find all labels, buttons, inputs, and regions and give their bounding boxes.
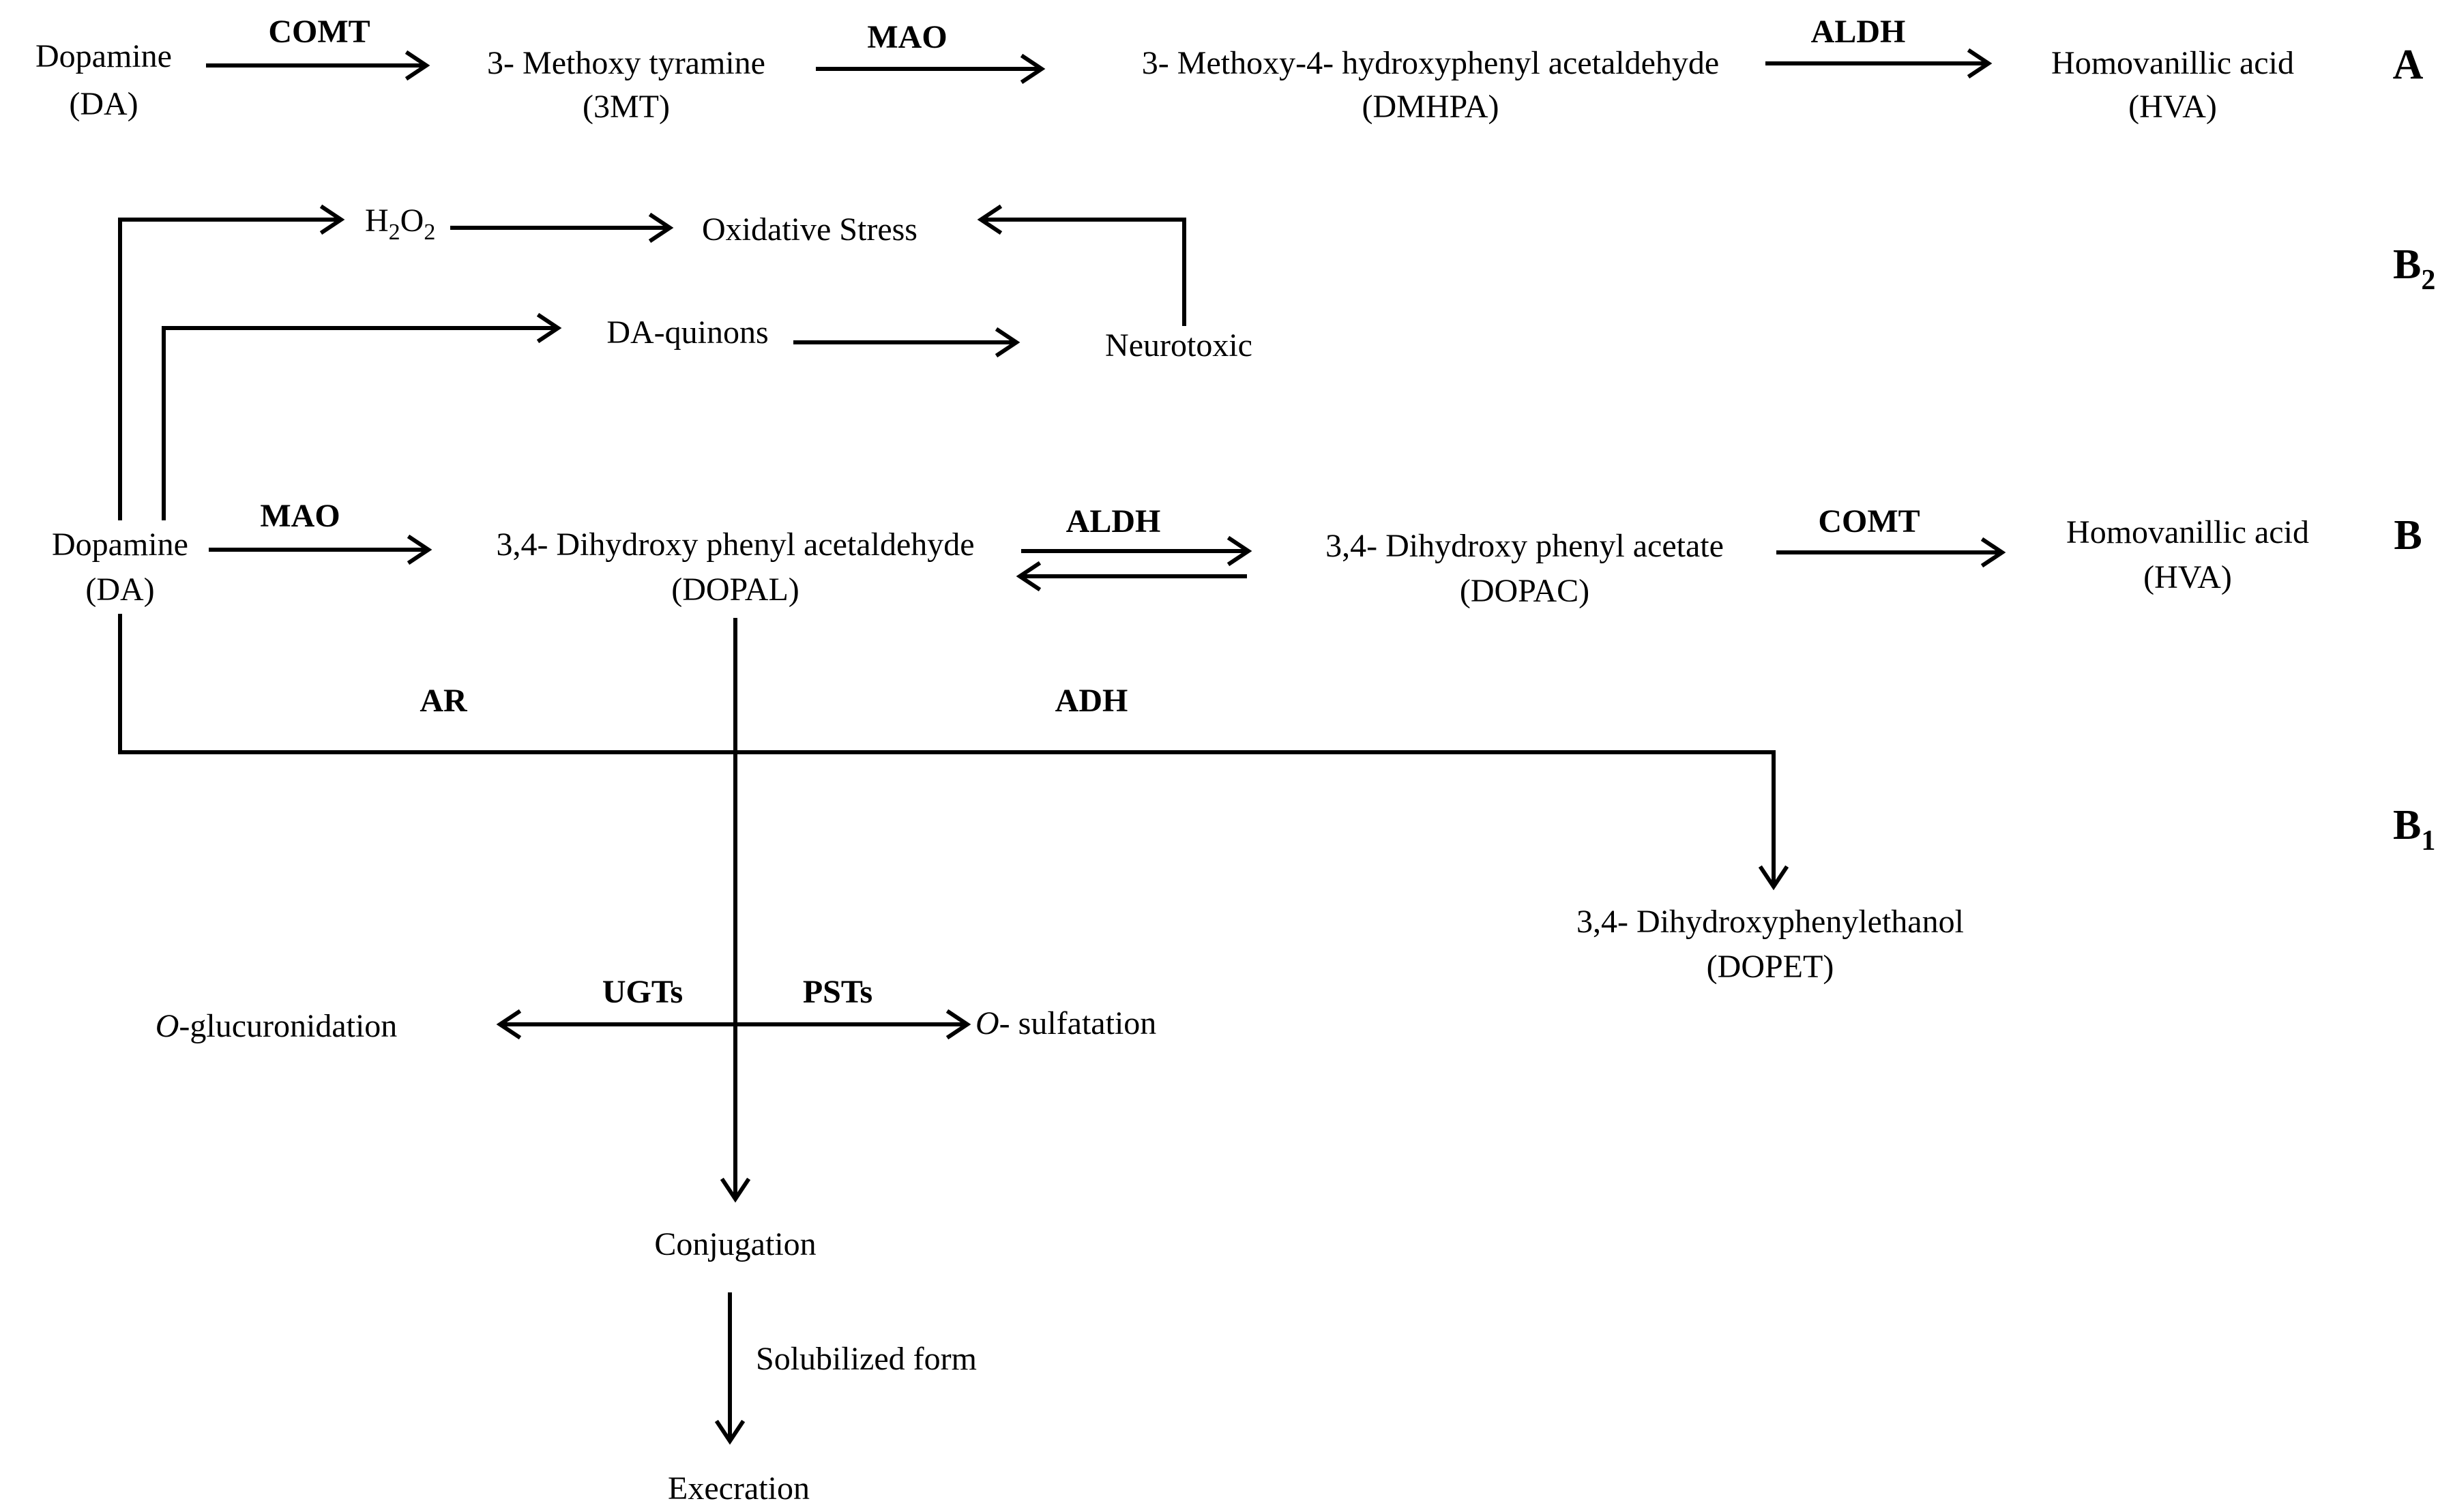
b-arrow-da-to-dopal bbox=[209, 534, 432, 565]
a-3mt-abbr: (3MT) bbox=[583, 89, 670, 125]
b-hva-abbr: (HVA) bbox=[2143, 559, 2232, 595]
b-dopamine-label: Dopamine bbox=[52, 527, 188, 563]
pathway-a: Dopamine (DA) COMT 3- Methoxy tyramine (… bbox=[35, 14, 2424, 125]
o-glucuronidation-label: O-glucuronidation bbox=[156, 1008, 398, 1044]
b1-adh-enzyme-label: ADH bbox=[1055, 683, 1128, 719]
b1-dopet-label: 3,4- Dihydroxyphenylethanol bbox=[1576, 904, 1964, 940]
panel-label-b: B bbox=[2394, 512, 2422, 559]
a-hva-label: Homovanillic acid bbox=[2051, 45, 2294, 81]
panel-label-b1: B1 bbox=[2393, 802, 2435, 857]
b-aldh-enzyme-label: ALDH bbox=[1066, 503, 1161, 539]
psts-enzyme-label: PSTs bbox=[803, 974, 872, 1010]
b1-arrow-da-to-dopet bbox=[118, 614, 1789, 891]
pathway-b1: AR ADH 3,4- Dihydroxyphenylethanol (DOPE… bbox=[118, 614, 2435, 985]
b2-oxidative-stress-label: Oxidative Stress bbox=[702, 211, 917, 248]
b-mao-enzyme-label: MAO bbox=[260, 498, 340, 534]
b-hva-label: Homovanillic acid bbox=[2066, 514, 2309, 550]
arrow-to-o-sulfatation bbox=[735, 1009, 971, 1040]
a-mao-enzyme-label: MAO bbox=[867, 19, 947, 55]
b2-da-quinons-label: DA-quinons bbox=[606, 314, 768, 351]
b2-arrow-da-to-h2o2 bbox=[118, 204, 345, 520]
b2-arrow-da-to-da-quinons bbox=[162, 312, 562, 520]
a-3mt-label: 3- Methoxy tyramine bbox=[487, 45, 765, 81]
b2-h2o2-label: H2O2 bbox=[365, 203, 435, 245]
ugts-enzyme-label: UGTs bbox=[602, 974, 683, 1010]
b-arrow-dopac-to-dopal bbox=[1016, 561, 1247, 592]
pathway-b2: H2O2 Oxidative Stress DA-quinons Neuroto… bbox=[118, 203, 2435, 520]
b-arrow-dopac-to-hva bbox=[1776, 537, 2006, 568]
pathway-b: Dopamine (DA) MAO 3,4- Dihydroxy phenyl … bbox=[52, 498, 2422, 609]
b-dopac-abbr: (DOPAC) bbox=[1460, 573, 1589, 609]
a-aldh-enzyme-label: ALDH bbox=[1811, 14, 1906, 50]
a-hva-abbr: (HVA) bbox=[2128, 89, 2217, 125]
a-dopamine-abbr: (DA) bbox=[69, 86, 138, 122]
conjugation-label: Conjugation bbox=[654, 1226, 816, 1262]
b-dopal-abbr: (DOPAL) bbox=[671, 572, 799, 608]
arrow-dopal-to-conjugation bbox=[720, 618, 751, 1203]
b-dopal-label: 3,4- Dihydroxy phenyl acetaldehyde bbox=[496, 527, 974, 563]
conjugation-branch: UGTs PSTs O-glucuronidation O- sulfatati… bbox=[156, 618, 1156, 1507]
b2-arrow-neurotoxic-to-oxidative-stress bbox=[977, 204, 1186, 326]
arrow-to-o-glucuronidation bbox=[496, 1009, 735, 1040]
b-dopamine-abbr: (DA) bbox=[85, 572, 154, 608]
a-arrow-3mt-to-dmhpa bbox=[816, 53, 1046, 85]
b-dopac-label: 3,4- Dihydroxy phenyl acetate bbox=[1325, 528, 1724, 564]
o-sulfatation-label: O- sulfatation bbox=[975, 1005, 1156, 1041]
a-dmhpa-label: 3- Methoxy-4- hydroxyphenyl acetaldehyde bbox=[1142, 45, 1719, 81]
arrow-conjugation-to-execration bbox=[714, 1292, 746, 1445]
panel-label-a: A bbox=[2393, 42, 2424, 88]
b2-arrow-h2o2-to-oxidative-stress bbox=[450, 212, 674, 243]
a-dopamine-label: Dopamine bbox=[35, 38, 172, 74]
b1-dopet-abbr: (DOPET) bbox=[1707, 949, 1834, 985]
a-dmhpa-abbr: (DMHPA) bbox=[1362, 89, 1499, 125]
b-comt-enzyme-label: COMT bbox=[1818, 503, 1920, 539]
panel-label-b2: B2 bbox=[2393, 241, 2435, 296]
a-arrow-da-to-3mt bbox=[206, 50, 430, 81]
a-comt-enzyme-label: COMT bbox=[268, 14, 370, 50]
solubilized-form-label: Solubilized form bbox=[756, 1341, 977, 1377]
a-arrow-dmhpa-to-hva bbox=[1765, 48, 1993, 79]
b2-neurotoxic-label: Neurotoxic bbox=[1105, 327, 1252, 364]
execration-label: Execration bbox=[668, 1470, 810, 1507]
b-arrow-dopal-to-dopac bbox=[1021, 535, 1252, 567]
b1-ar-enzyme-label: AR bbox=[420, 683, 468, 719]
b2-arrow-da-quinons-to-neurotoxic bbox=[793, 327, 1020, 358]
